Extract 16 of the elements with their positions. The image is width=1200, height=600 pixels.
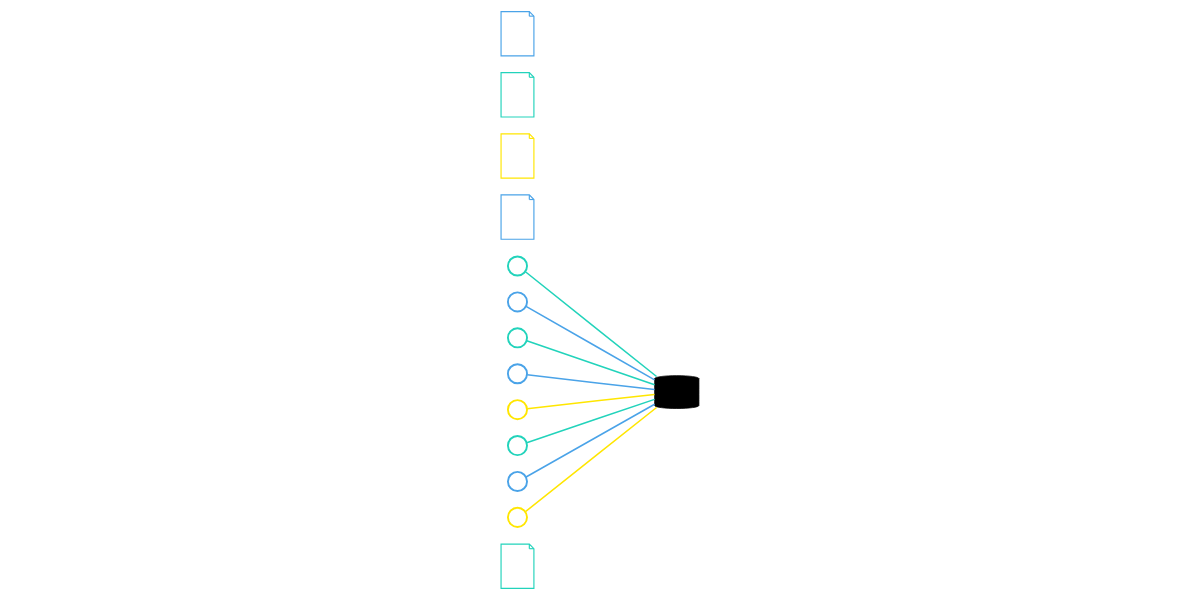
connector bbox=[526, 393, 656, 410]
node-circle bbox=[506, 363, 528, 385]
node-circle bbox=[506, 435, 528, 457]
node-circle bbox=[506, 327, 528, 349]
connector bbox=[525, 398, 656, 444]
connector bbox=[524, 406, 658, 513]
connector bbox=[525, 305, 656, 381]
connector bbox=[525, 403, 656, 478]
node-circle bbox=[506, 506, 528, 528]
node-circle bbox=[506, 255, 528, 277]
node-circle bbox=[506, 470, 528, 492]
connector bbox=[524, 271, 658, 378]
connector bbox=[526, 374, 656, 391]
connector bbox=[525, 339, 656, 386]
node-circle bbox=[506, 399, 528, 421]
node-circle bbox=[506, 291, 528, 313]
